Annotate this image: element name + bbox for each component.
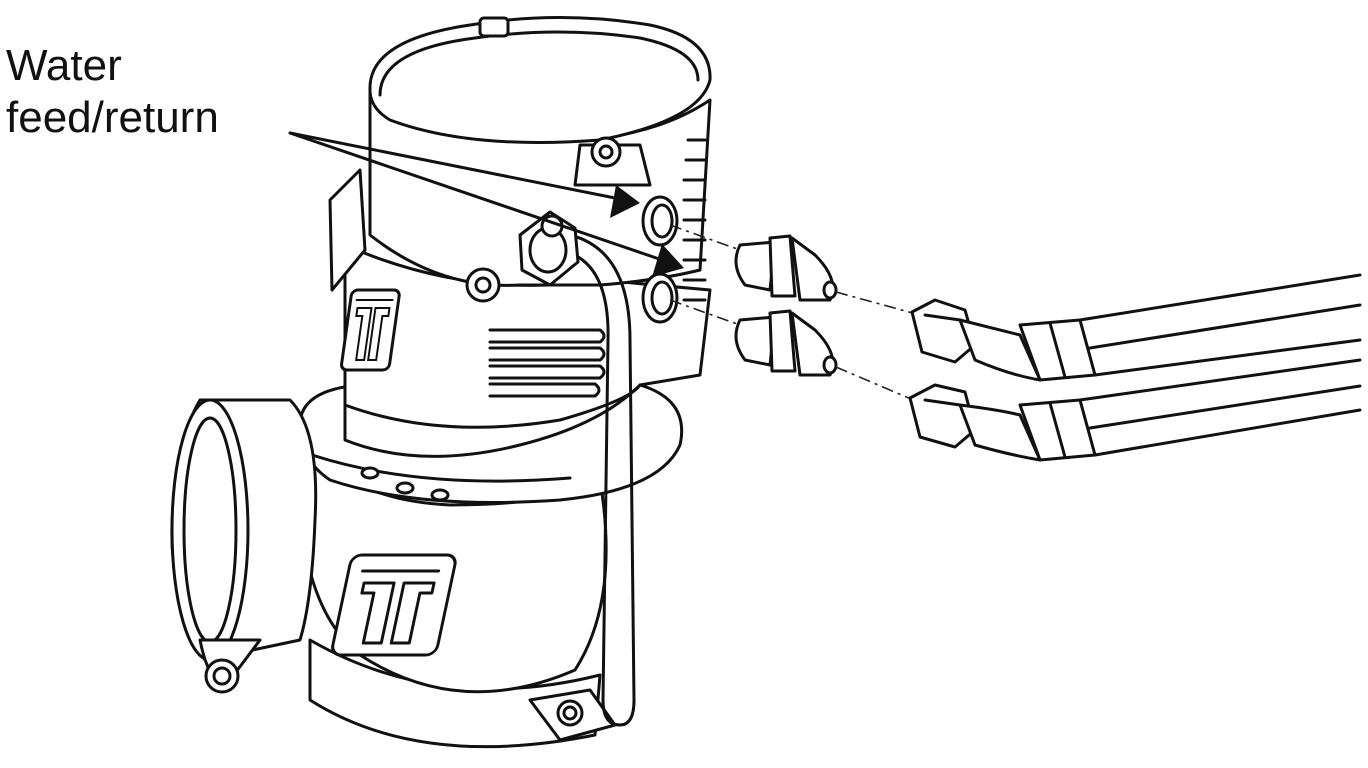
water-line-lower <box>908 358 1362 462</box>
alignment-lines <box>669 224 921 403</box>
vacuum-hose <box>518 210 636 727</box>
water-line-upper <box>910 273 1362 382</box>
barb-fitting-upper <box>734 234 838 302</box>
water-feed-return-label: Water feed/return <box>6 40 219 144</box>
barb-fitting-lower <box>734 309 838 377</box>
cooling-fins <box>488 328 606 398</box>
label-line-2: feed/return <box>6 93 219 142</box>
turbosmart-logo-icon <box>331 553 457 657</box>
label-line-1: Water <box>6 41 122 90</box>
turbosmart-logo-icon <box>340 288 401 372</box>
top-cap-housing <box>368 16 712 324</box>
callout-arrows <box>288 131 684 277</box>
cap-ribs <box>682 138 707 302</box>
water-port <box>641 195 679 247</box>
water-port <box>641 272 679 324</box>
